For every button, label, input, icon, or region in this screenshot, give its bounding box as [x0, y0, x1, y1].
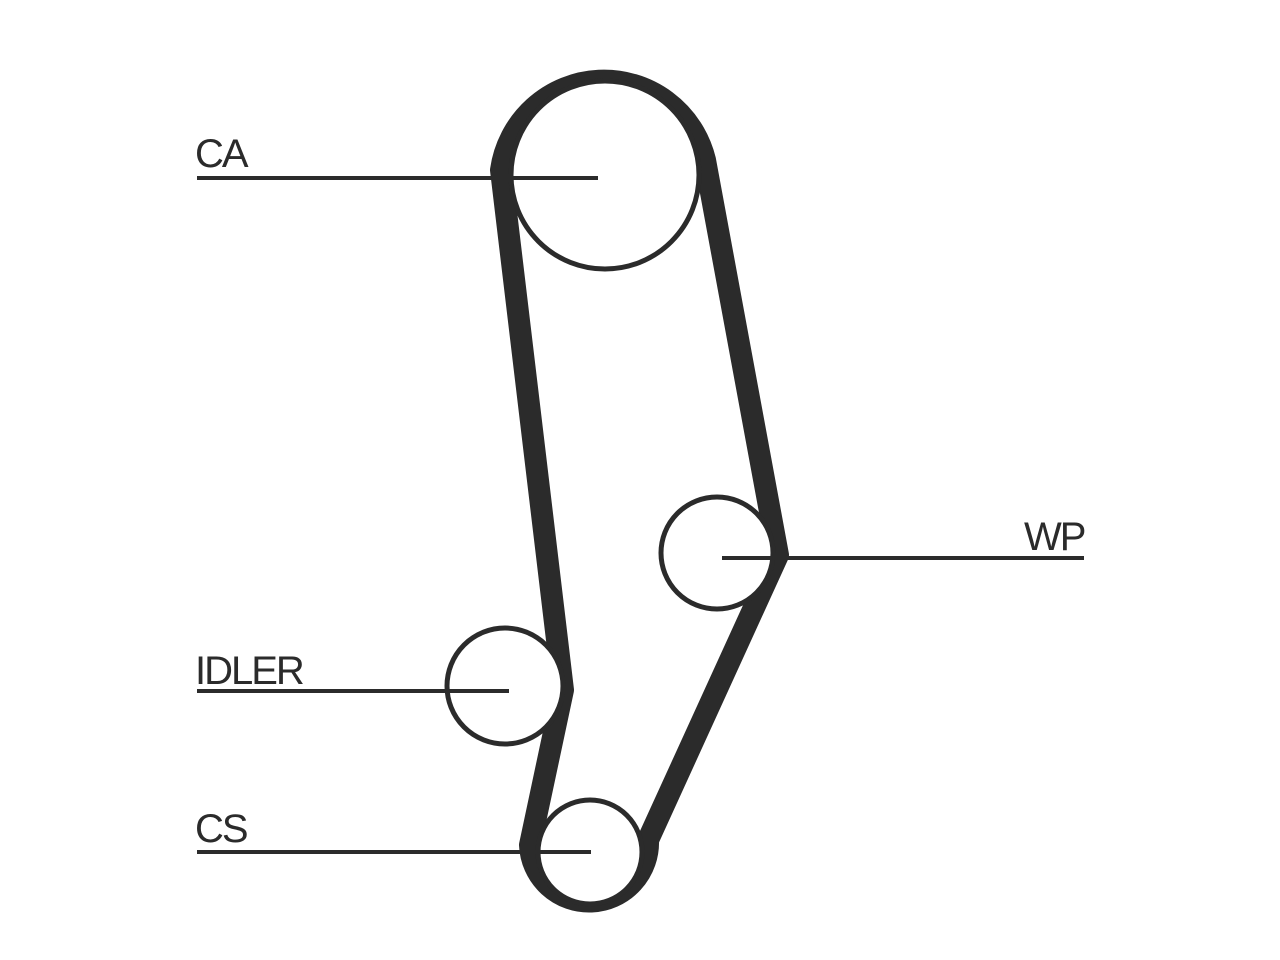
camshaft-pulley — [508, 78, 702, 272]
idler-label: IDLER — [195, 649, 304, 693]
camshaft-label: CA — [195, 132, 249, 176]
water-pump-pulley — [658, 494, 776, 612]
water-pump-label: WP — [1024, 515, 1085, 559]
idler-pulley — [444, 625, 566, 747]
crankshaft-label: CS — [195, 807, 247, 851]
